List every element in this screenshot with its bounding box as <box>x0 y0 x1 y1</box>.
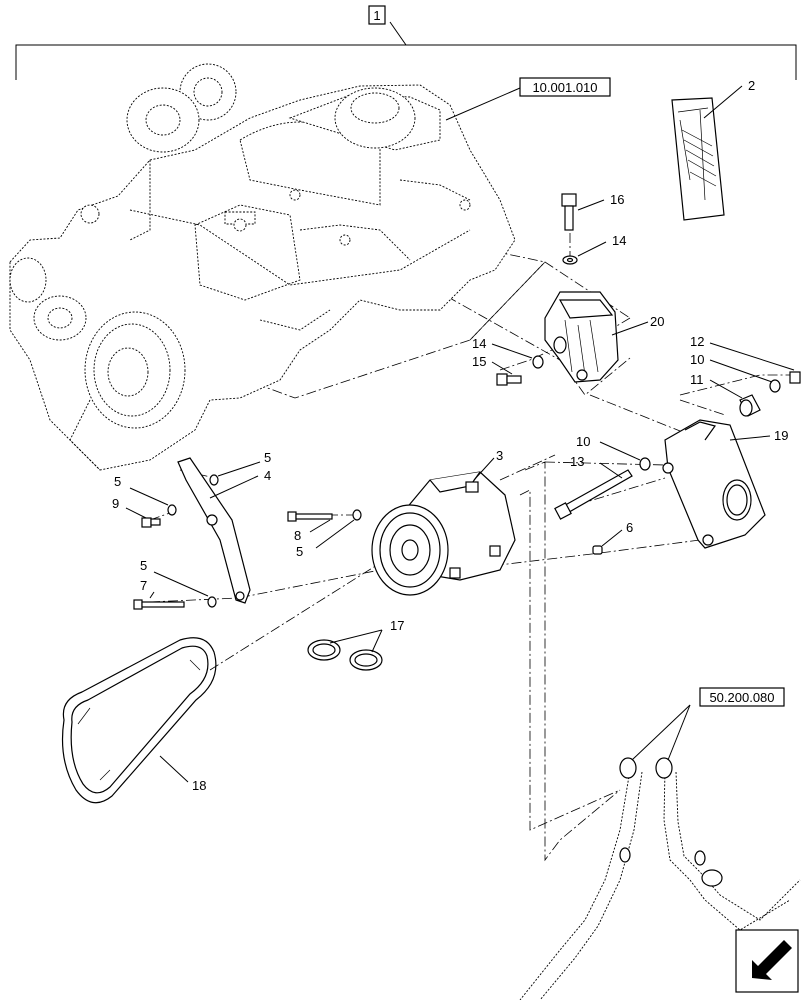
callout-15[interactable]: 15 <box>472 354 486 369</box>
callout-10-right[interactable]: 10 <box>690 352 704 367</box>
washer-5-left: 5 <box>114 474 177 516</box>
callout-3[interactable]: 3 <box>496 448 503 463</box>
ref-hoses-label[interactable]: 50.200.080 <box>709 690 774 705</box>
callout-16[interactable]: 16 <box>610 192 624 207</box>
hose-clamps-17: 17 <box>307 618 404 671</box>
bolt-13: 13 <box>554 454 633 520</box>
callout-7[interactable]: 7 <box>140 578 147 593</box>
callout-14-left[interactable]: 14 <box>472 336 486 351</box>
callout-5-top[interactable]: 5 <box>264 450 271 465</box>
arrow-down-left-icon[interactable] <box>735 929 799 993</box>
callout-8[interactable]: 8 <box>294 528 301 543</box>
mount-bracket-20: 20 <box>544 291 664 383</box>
bolt-7: 7 <box>133 578 185 610</box>
callout-12[interactable]: 12 <box>690 334 704 349</box>
ref-engine-label[interactable]: 10.001.010 <box>532 80 597 95</box>
callout-ref-engine: 10.001.010 <box>445 77 611 121</box>
callout-19[interactable]: 19 <box>774 428 788 443</box>
support-plate-19: 19 <box>662 419 788 549</box>
callout-14-top[interactable]: 14 <box>612 233 626 248</box>
callout-11[interactable]: 11 <box>690 372 704 387</box>
washer-14-left: 14 <box>472 336 544 369</box>
callout-5-low[interactable]: 5 <box>140 558 147 573</box>
callout-10-center[interactable]: 10 <box>576 434 590 449</box>
callout-20[interactable]: 20 <box>650 314 664 329</box>
ac-compressor-3: 3 <box>371 448 516 596</box>
callout-6[interactable]: 6 <box>626 520 633 535</box>
callout-9[interactable]: 9 <box>112 496 119 511</box>
bolt-15: 15 <box>472 354 522 386</box>
callout-2[interactable]: 2 <box>748 78 755 93</box>
callout-17[interactable]: 17 <box>390 618 404 633</box>
callout-5-left[interactable]: 5 <box>114 474 121 489</box>
washer-5-low: 5 <box>140 558 217 608</box>
dowel-6: 6 <box>592 520 633 555</box>
callout-1[interactable]: 1 <box>373 8 380 23</box>
bolt-8: 8 <box>287 511 333 543</box>
washer-10-center: 10 <box>576 434 651 471</box>
ac-hoses: 50.200.080 <box>519 687 801 1000</box>
assembly-bracket: 1 <box>15 5 797 80</box>
callout-4[interactable]: 4 <box>264 468 271 483</box>
engine-phantom <box>9 63 516 471</box>
callout-5-mid[interactable]: 5 <box>296 544 303 559</box>
washer-14-top: 14 <box>562 233 626 265</box>
bolt-9: 9 <box>112 496 161 528</box>
spacer-11: 11 <box>690 372 761 417</box>
idler-bracket-4: 4 <box>177 457 271 604</box>
washer-5-top: 5 <box>209 450 271 486</box>
washer-10-right: 10 <box>690 352 781 393</box>
washer-5-mid: 5 <box>296 509 362 559</box>
callout-18[interactable]: 18 <box>192 778 206 793</box>
bolt-16: 16 <box>561 192 624 231</box>
callout-13[interactable]: 13 <box>570 454 584 469</box>
bolt-12: 12 <box>690 334 801 384</box>
drive-belt-18: 18 <box>61 637 217 804</box>
manual-booklet-icon: 2 <box>671 78 755 221</box>
